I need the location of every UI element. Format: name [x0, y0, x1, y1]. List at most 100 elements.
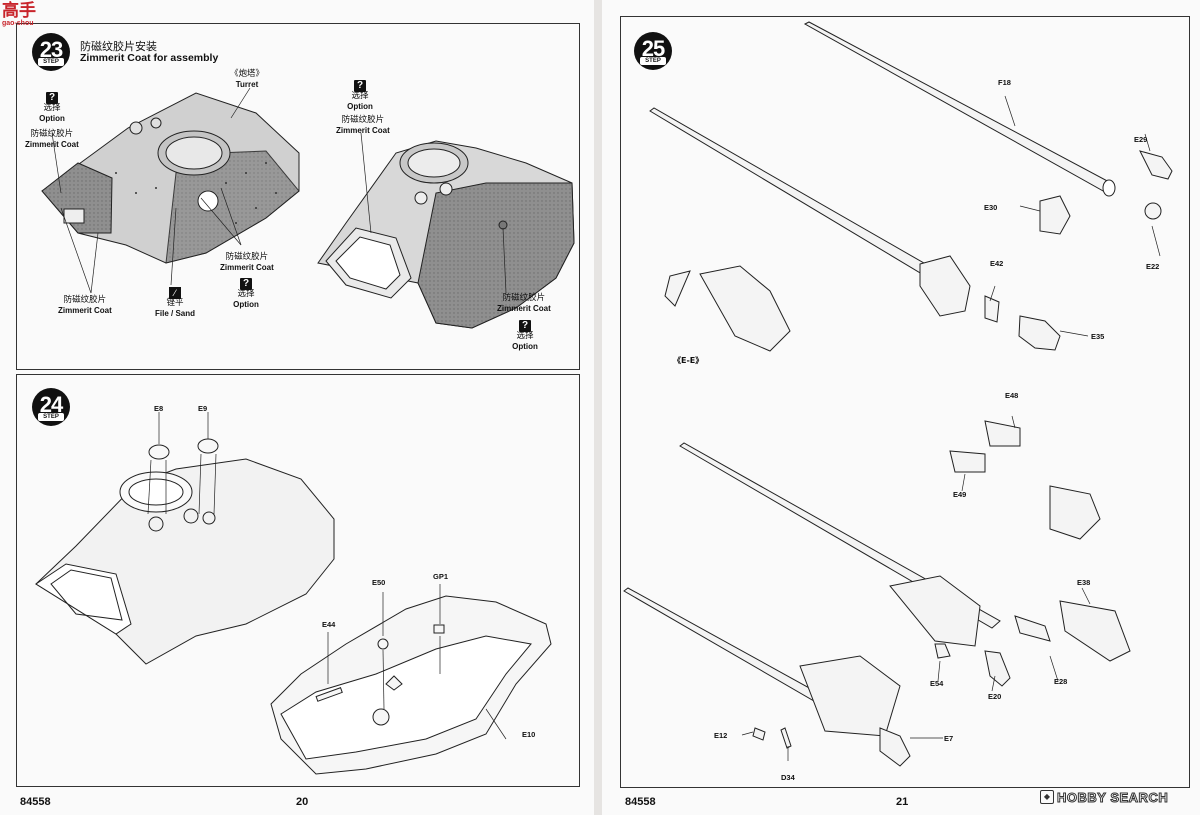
zimmerit-label-cn: 防磁纹胶片 [225, 252, 269, 262]
brand-name: HOBBY SEARCH [1056, 789, 1169, 805]
right-page-number: 21 [896, 796, 909, 808]
option-label-cn: 选择 [237, 289, 255, 299]
left-kit-code: 84558 [20, 796, 51, 808]
option-label-3: ? 选择 Option [346, 80, 374, 111]
brand-watermark: ◆ HOBBY SEARCH [1040, 788, 1168, 806]
view-label-e-e: 《E-E》 [673, 356, 704, 365]
option-label-cn: 选择 [516, 331, 534, 341]
step25-badge: 25 STEP [634, 32, 674, 70]
zimmerit-label-en: Zimmerit Coat [497, 303, 551, 313]
brand-logo-icon: ◆ [1040, 790, 1054, 804]
gun-assembly-2 [679, 420, 1131, 687]
part-label-e29: E29 [1134, 135, 1148, 144]
step23-leader-lines-2 [360, 132, 507, 294]
turret-label-en: Turret [235, 79, 259, 89]
watermark-text-en: gao-shou [2, 20, 34, 27]
step23-leader-lines [51, 87, 251, 294]
option-label-1: ? 选择 Option [38, 92, 66, 123]
zimmerit-label-3: 防磁纹胶片 Zimmerit Coat [220, 252, 274, 272]
part-label-e8: E8 [154, 404, 164, 413]
zimmerit-label-en: Zimmerit Coat [220, 262, 274, 272]
part-label-e9: E9 [198, 404, 208, 413]
right-kit-code: 84558 [625, 796, 656, 808]
step23-turret-drawings [41, 87, 575, 329]
zimmerit-label-4: 防磁纹胶片 Zimmerit Coat [336, 115, 390, 135]
step24-frame [16, 374, 580, 787]
part-label-e22: E22 [1146, 262, 1160, 271]
file-icon: ⁄ [169, 287, 181, 299]
option-label-en: Option [347, 101, 373, 111]
left-page-number: 20 [296, 796, 309, 808]
file-label-en: File / Sand [155, 308, 196, 318]
question-icon: ? [519, 320, 531, 332]
turret-label-cn: 《炮塔》 [230, 69, 265, 79]
watermark-text-cn: 高手 [2, 1, 36, 21]
part-label-gp1: GP1 [433, 572, 449, 581]
gun-assembly-3 [623, 587, 911, 767]
step23-frame [16, 23, 580, 370]
part-label-e50: E50 [372, 578, 386, 587]
turret-shell-drawing [35, 458, 335, 665]
part-label-e38: E38 [1077, 578, 1091, 587]
zimmerit-label-5: 防磁纹胶片 Zimmerit Coat [497, 293, 551, 313]
step25-gun-drawings [623, 21, 1173, 767]
option-label-4: ? 选择 Option [511, 320, 539, 351]
question-icon: ? [240, 278, 252, 290]
step24-hull-leader-lines [327, 584, 507, 740]
part-label-e48: E48 [1005, 391, 1019, 400]
part-label-e42: E42 [990, 259, 1004, 268]
part-label-e44: E44 [322, 620, 336, 629]
question-icon: ? [354, 80, 366, 92]
step24-badge: 24 STEP [32, 388, 72, 426]
step23-title-en: Zimmerit Coat for assembly [80, 52, 219, 64]
step23-step-word: STEP [38, 58, 64, 66]
gun-assembly-1 [649, 107, 1173, 352]
step24-leader-lines [147, 412, 217, 515]
turret-front-drawing [41, 92, 300, 264]
turret-rear-drawing [317, 140, 575, 329]
step23-title-cn: 防磁纹胶片安装 [80, 40, 157, 53]
step23-badge: 23 STEP [32, 33, 72, 71]
part-label-e54: E54 [930, 679, 944, 688]
step24-drawings [35, 412, 552, 775]
option-label-en: Option [512, 341, 538, 351]
part-label-e20: E20 [988, 692, 1002, 701]
hatch-parts [148, 438, 219, 460]
part-label-e30: E30 [984, 203, 998, 212]
part-label-e12: E12 [714, 731, 728, 740]
step24-step-word: STEP [38, 413, 64, 421]
zimmerit-label-1: 防磁纹胶片 Zimmerit Coat [25, 129, 79, 149]
question-icon: ? [46, 92, 58, 104]
zimmerit-label-2: 防磁纹胶片 Zimmerit Coat [58, 295, 112, 315]
zimmerit-label-en: Zimmerit Coat [58, 305, 112, 315]
zimmerit-label-en: Zimmerit Coat [25, 139, 79, 149]
step25-step-word: STEP [640, 57, 666, 65]
part-label-e35: E35 [1091, 332, 1105, 341]
zimmerit-label-en: Zimmerit Coat [336, 125, 390, 135]
barrel-f18 [803, 21, 1116, 197]
hull-interior-drawing [270, 595, 552, 775]
option-label-cn: 选择 [351, 91, 369, 101]
step25-frame [620, 16, 1190, 788]
option-label-2: ? 选择 Option [232, 278, 260, 309]
watermark-logo: 高手 gao-shou [2, 2, 72, 36]
part-label-e7: E7 [944, 734, 954, 743]
part-label-e49: E49 [953, 490, 967, 499]
turret-front-rivets [115, 162, 277, 224]
file-label-cn: 锉平 [166, 298, 184, 308]
zimmerit-label-cn: 防磁纹胶片 [341, 115, 385, 125]
zimmerit-label-cn: 防磁纹胶片 [502, 293, 546, 303]
step25-leader-lines [741, 95, 1161, 761]
file-sand-label: ⁄ 锉平 File / Sand [155, 287, 195, 318]
zimmerit-label-cn: 防磁纹胶片 [30, 129, 74, 139]
part-label-e10: E10 [522, 730, 536, 739]
part-label-e28: E28 [1054, 677, 1068, 686]
zimmerit-label-cn: 防磁纹胶片 [63, 295, 107, 305]
option-label-en: Option [233, 299, 259, 309]
part-label-f18: F18 [998, 78, 1011, 87]
option-label-en: Option [39, 113, 65, 123]
turret-label: 《炮塔》 Turret [230, 69, 265, 89]
option-label-cn: 选择 [43, 103, 61, 113]
part-label-d34: D34 [781, 773, 795, 782]
